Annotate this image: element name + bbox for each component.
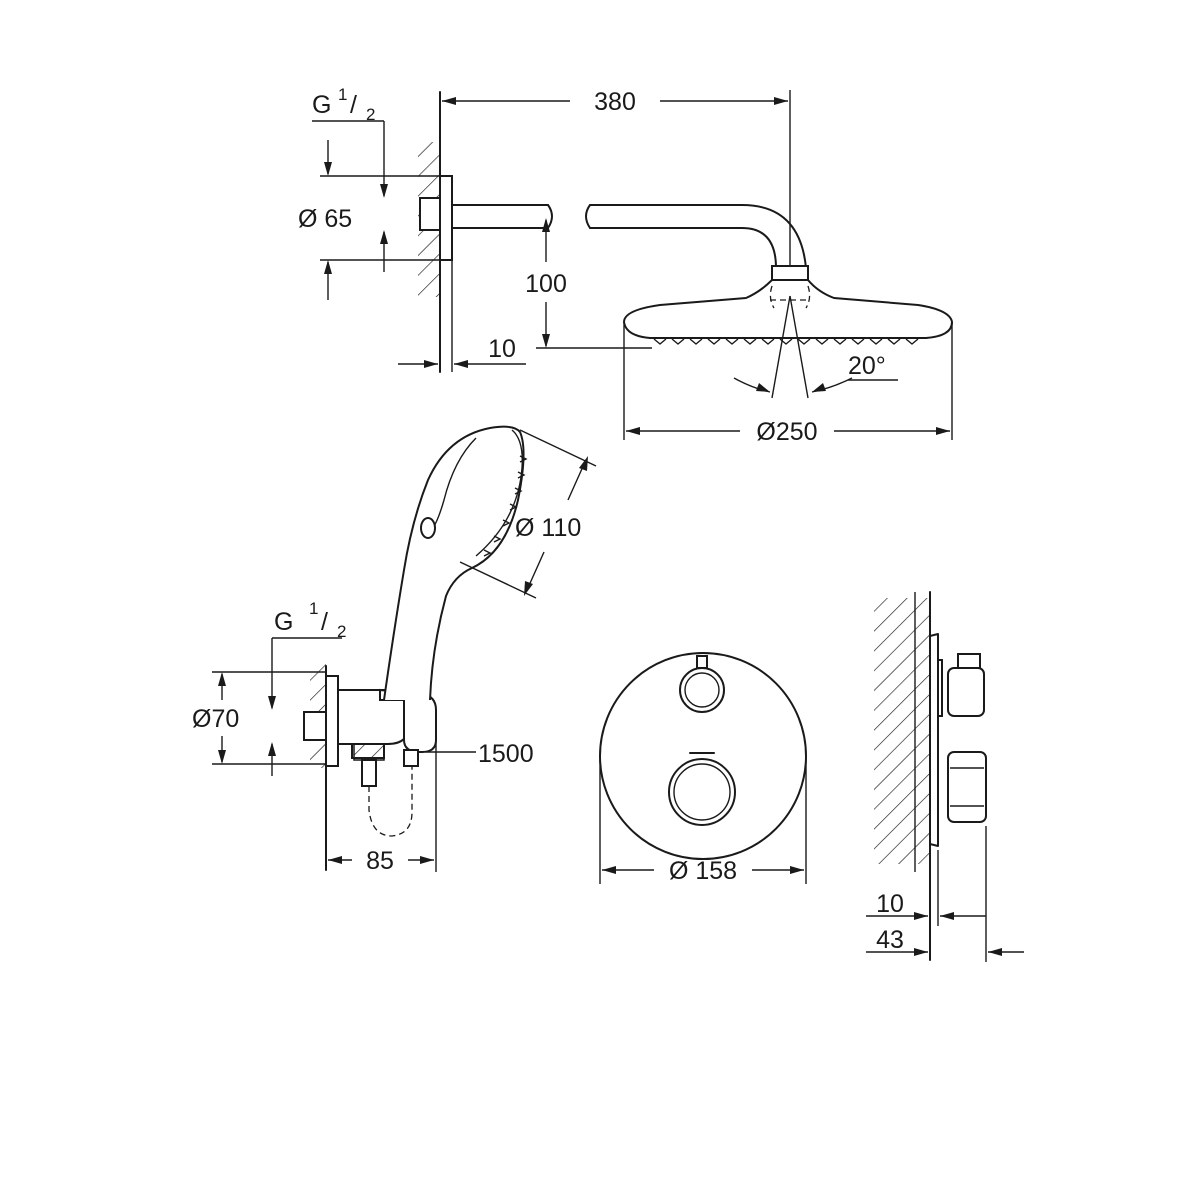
- label-43: 43: [876, 926, 904, 954]
- svg-text:G: G: [312, 91, 331, 119]
- hand-thread-label: G 1 / 2: [268, 599, 346, 776]
- overhead-shower-view: 380 100 10 G 1 / 2: [298, 85, 954, 446]
- dim-diameter-65: Ø 65: [298, 140, 440, 300]
- dim-100: 100: [525, 218, 567, 348]
- hand-shower: [379, 425, 528, 753]
- side-knob-bottom: [947, 751, 987, 823]
- dim-43: 43: [866, 926, 1024, 956]
- label-100: 100: [525, 270, 567, 298]
- svg-text:2: 2: [337, 622, 346, 641]
- dim-spray-angle: 20°: [733, 295, 898, 399]
- label-diameter-250: Ø250: [756, 418, 817, 446]
- label-diameter-70: Ø70: [192, 705, 239, 733]
- thermostat-front-view: Ø 158: [599, 652, 807, 885]
- label-diameter-110: Ø 110: [515, 514, 581, 542]
- shower-hose: [353, 743, 419, 837]
- label-380: 380: [594, 88, 636, 116]
- temperature-knob: [679, 655, 725, 713]
- dim-10-thermostat: 10: [866, 890, 986, 920]
- label-20-degrees: 20°: [848, 352, 886, 380]
- svg-text:/: /: [350, 91, 357, 119]
- label-10-overhead: 10: [488, 335, 516, 363]
- side-plate: [929, 633, 943, 847]
- side-knob-top: [947, 653, 985, 717]
- svg-text:2: 2: [366, 105, 375, 124]
- svg-text:1: 1: [309, 599, 318, 618]
- hand-shower-nozzles: [483, 455, 528, 557]
- label-diameter-65: Ø 65: [298, 205, 352, 233]
- svg-text:G: G: [274, 608, 293, 636]
- label-10-thermostat: 10: [876, 890, 904, 918]
- spray-nozzles: [653, 338, 919, 345]
- thermostat-side-view: 10 43: [866, 591, 1024, 962]
- svg-text:1: 1: [338, 85, 347, 104]
- overhead-wall: [418, 91, 441, 373]
- dim-85: 85: [328, 740, 437, 875]
- overhead-thread-label: G 1 / 2: [312, 85, 388, 198]
- thermostat-plate: [599, 652, 807, 860]
- shower-arm: [419, 197, 807, 269]
- label-85: 85: [366, 847, 394, 875]
- dim-diameter-250: Ø250: [626, 418, 950, 446]
- label-1500: 1500: [478, 740, 534, 768]
- overhead-wall-flange: [439, 175, 453, 261]
- dim-hose-length: 1500: [426, 740, 534, 768]
- dim-diameter-70: Ø70: [192, 671, 326, 765]
- flow-knob: [668, 752, 736, 826]
- label-diameter-158: Ø 158: [669, 857, 737, 885]
- svg-text:/: /: [321, 608, 328, 636]
- hand-shower-view: G 1 / 2 Ø70 1500: [192, 425, 597, 875]
- dim-diameter-158: Ø 158: [602, 857, 804, 885]
- dim-380: 380: [442, 88, 788, 116]
- dim-diameter-110: Ø 110: [459, 429, 597, 599]
- dim-10-overhead: 10: [398, 335, 526, 368]
